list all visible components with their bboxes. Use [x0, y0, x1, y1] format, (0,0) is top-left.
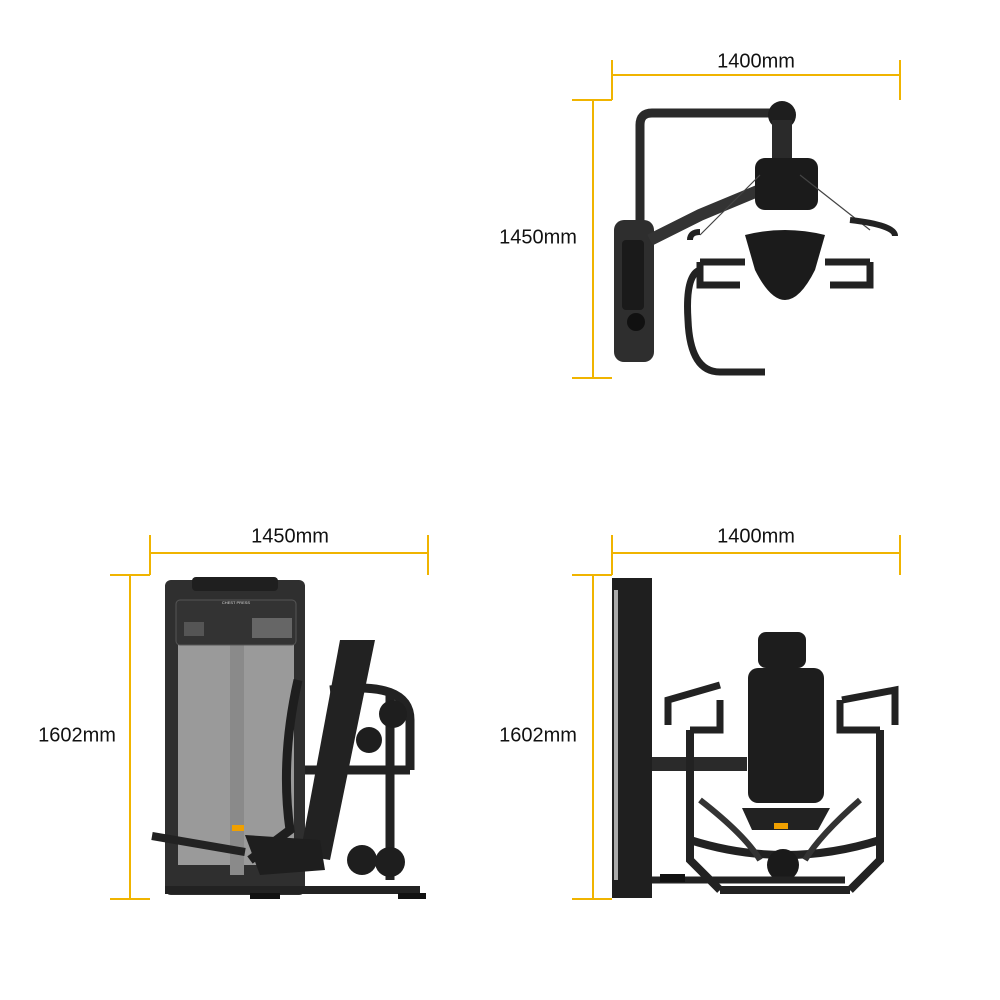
side-view-machine: CHEST PRESS	[151, 577, 426, 899]
side-width-label: 1450mm	[251, 525, 329, 548]
front-height-label: 1602mm	[499, 724, 577, 747]
front-height-dimension-line	[572, 574, 612, 900]
front-width-label: 1400mm	[717, 525, 795, 548]
side-height-dimension-line	[110, 574, 150, 900]
dimension-lines	[110, 60, 901, 900]
front-view-machine	[612, 578, 899, 898]
top-view-machine	[614, 101, 898, 376]
top-depth-label: 1450mm	[499, 226, 577, 249]
machine-decal: CHEST PRESS	[222, 600, 250, 605]
top-width-label: 1400mm	[717, 50, 795, 73]
side-height-label: 1602mm	[38, 724, 116, 747]
side-width-dimension-line	[149, 535, 429, 575]
top-depth-dimension-line	[572, 99, 612, 379]
front-width-dimension-line	[611, 535, 901, 575]
top-width-dimension-line	[611, 60, 901, 100]
